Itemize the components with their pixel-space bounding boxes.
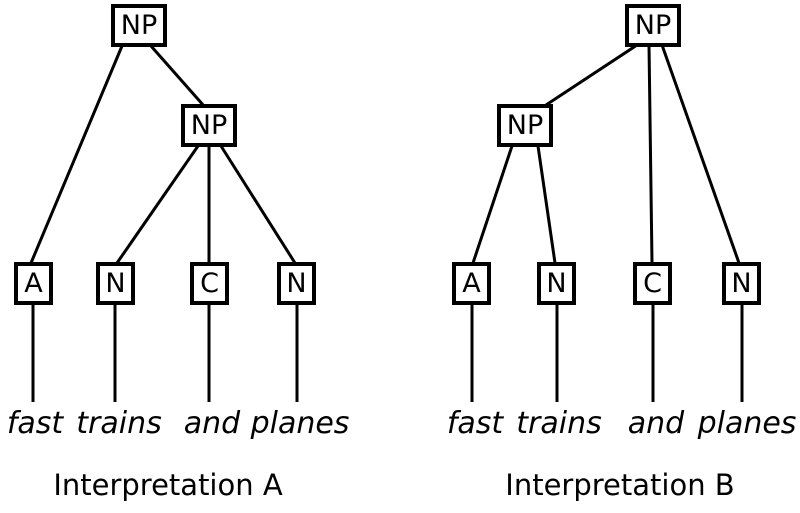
edge-b-np-to-n1	[536, 145, 557, 264]
tree-a-inner-np-node: NP	[181, 104, 237, 147]
tree-a-word-trains: trains	[76, 406, 162, 441]
tree-b-caption: Interpretation B	[505, 468, 735, 502]
edge-a-np-to-n2	[219, 145, 297, 264]
tree-a-word-fast: fast	[6, 406, 64, 441]
tree-b-n1-node: N	[537, 262, 576, 305]
tree-b-root-np-node: NP	[625, 4, 681, 47]
tree-b-word-and: and	[627, 406, 685, 441]
edge-b-np-to-a	[471, 145, 514, 264]
tree-a-word-and: and	[183, 406, 241, 441]
tree-b-word-trains: trains	[516, 406, 602, 441]
edge-a-np-to-n1	[115, 145, 200, 264]
tree-a-c-node: C	[190, 262, 229, 305]
tree-a-n1-node: N	[96, 262, 135, 305]
tree-a-caption: Interpretation A	[53, 468, 283, 502]
edge-b-root-to-c	[647, 44, 654, 264]
tree-a-n2-node: N	[277, 262, 316, 305]
edge-a-root-to-np	[149, 45, 206, 107]
tree-b-c-node: C	[633, 262, 672, 305]
edge-b-root-to-np	[545, 43, 638, 107]
tree-b-inner-np-node: NP	[497, 104, 553, 147]
tree-b-word-fast: fast	[446, 406, 504, 441]
tree-b-n2-node: N	[722, 262, 761, 305]
edge-b-root-to-n2	[660, 44, 741, 264]
tree-a-root-np-node: NP	[111, 4, 167, 47]
tree-b-a-node: A	[452, 262, 491, 305]
edge-a-root-to-a	[29, 45, 124, 264]
tree-a-word-planes: planes	[250, 406, 350, 441]
tree-a-a-node: A	[14, 262, 53, 305]
tree-b-word-planes: planes	[697, 406, 797, 441]
